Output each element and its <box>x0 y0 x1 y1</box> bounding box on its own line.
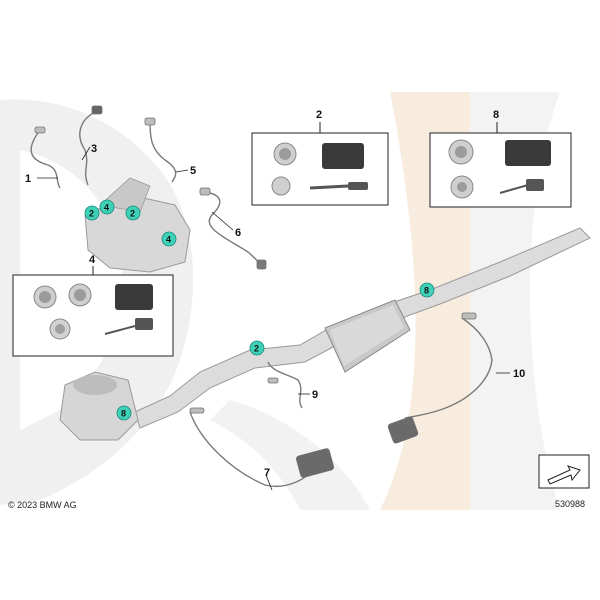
svg-text:8: 8 <box>121 409 126 419</box>
callout-10: 10 <box>513 368 525 380</box>
callout-3: 3 <box>91 143 97 155</box>
image-number: 530988 <box>555 499 585 509</box>
sensor-cables <box>30 111 493 487</box>
svg-text:4: 4 <box>166 235 171 245</box>
parts-kit-box-2 <box>251 122 389 206</box>
badge-2: 2 <box>84 205 100 221</box>
position-badges: 2 4 2 4 8 2 8 <box>84 199 435 421</box>
badge-8: 8 <box>116 405 132 421</box>
callout-7: 7 <box>264 467 270 479</box>
badge-4: 4 <box>161 231 177 247</box>
callout-4: 4 <box>89 254 96 266</box>
callout-numbers: 1 3 5 6 4 2 8 9 10 7 <box>25 109 525 479</box>
badge-4: 4 <box>99 199 115 215</box>
callout-2: 2 <box>316 109 322 121</box>
arrow-icon <box>538 454 590 489</box>
badge-2: 2 <box>125 205 141 221</box>
exhaust-pipe-assembly <box>59 177 591 441</box>
callout-8: 8 <box>493 109 499 121</box>
badge-2: 2 <box>249 340 265 356</box>
copyright-text: © 2023 BMW AG <box>8 500 77 510</box>
callout-1: 1 <box>25 173 31 185</box>
svg-text:2: 2 <box>254 344 259 354</box>
parts-kit-box-4 <box>12 266 174 357</box>
svg-text:8: 8 <box>424 286 429 296</box>
badge-8: 8 <box>419 282 435 298</box>
svg-text:2: 2 <box>89 209 94 219</box>
callout-6: 6 <box>235 227 241 239</box>
svg-text:4: 4 <box>104 203 109 213</box>
svg-text:2: 2 <box>130 209 135 219</box>
leader-lines <box>37 146 510 491</box>
sensor-parts <box>34 105 477 478</box>
callout-9: 9 <box>312 389 318 401</box>
callout-5: 5 <box>190 165 196 177</box>
parts-kit-box-8 <box>429 122 572 208</box>
